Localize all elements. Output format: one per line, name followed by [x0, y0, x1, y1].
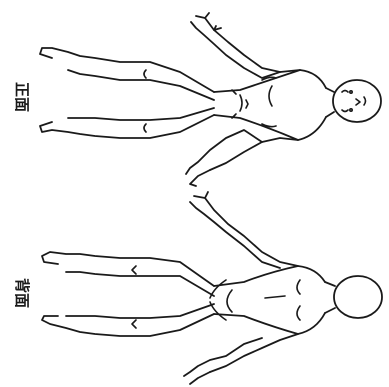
front-body-figure [40, 13, 381, 186]
front-torso [214, 70, 300, 140]
front-torso-upper [205, 18, 326, 170]
front-label: 正面 [13, 82, 31, 112]
back-leg-top [42, 252, 214, 296]
back-label: 背面 [13, 278, 31, 308]
front-arm-bottom [186, 130, 262, 186]
front-leg-bottom [40, 108, 214, 138]
back-body-figure [42, 192, 382, 384]
front-leg-top [40, 48, 214, 100]
front-face [342, 91, 366, 112]
back-leg-bottom [42, 304, 214, 336]
front-head [333, 80, 381, 122]
back-head [334, 276, 382, 318]
back-arm-bottom [184, 338, 262, 384]
